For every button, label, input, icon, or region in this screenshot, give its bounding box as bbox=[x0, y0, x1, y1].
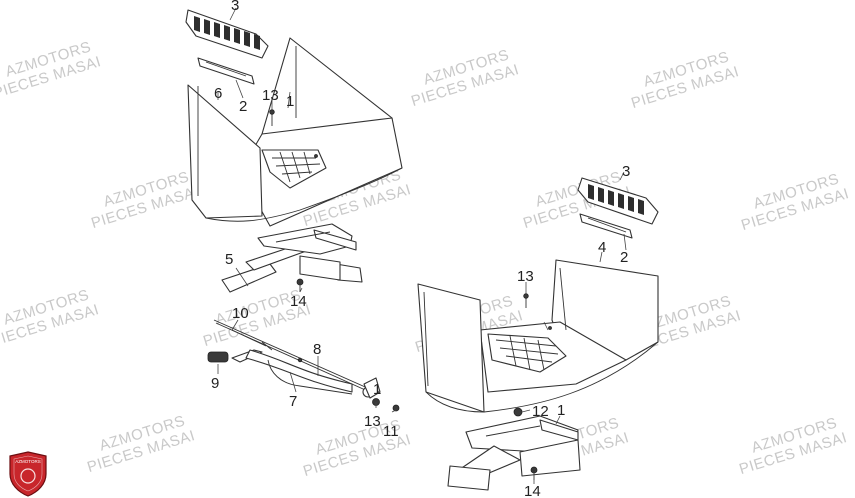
label-part-1-pedal: 1 bbox=[373, 381, 381, 398]
label-part-2-right: 2 bbox=[620, 249, 628, 266]
shield-logo bbox=[9, 451, 47, 497]
right-footrest-guard bbox=[417, 259, 659, 413]
leader-lines bbox=[217, 7, 627, 484]
brake-pedal-assembly bbox=[207, 319, 400, 412]
label-part-5: 5 bbox=[225, 251, 233, 268]
part-labels: 3 2 6 13 1 5 14 10 8 9 7 1 13 11 3 4 2 1… bbox=[211, 0, 630, 498]
label-part-11: 11 bbox=[383, 423, 399, 440]
azmotors-logo: AZMOTORS bbox=[9, 451, 47, 497]
label-part-14-right: 14 bbox=[524, 483, 541, 498]
label-part-8: 8 bbox=[313, 341, 321, 358]
label-part-6: 6 bbox=[214, 85, 222, 102]
label-part-4: 4 bbox=[598, 239, 606, 256]
label-part-9: 9 bbox=[211, 375, 219, 392]
label-part-2-left: 2 bbox=[239, 98, 247, 115]
screw-13-right bbox=[523, 293, 529, 308]
footpeg-plate-right bbox=[579, 213, 633, 239]
logo-text: AZMOTORS bbox=[15, 459, 40, 464]
pedal-pad bbox=[207, 351, 229, 363]
label-part-1-right: 1 bbox=[557, 402, 565, 419]
right-mount-bracket bbox=[447, 415, 581, 491]
label-part-3-right: 3 bbox=[622, 163, 630, 180]
label-part-13-left: 13 bbox=[262, 87, 279, 104]
label-part-7: 7 bbox=[289, 393, 297, 410]
left-mount-bracket bbox=[221, 223, 363, 293]
label-part-3-left: 3 bbox=[231, 0, 239, 14]
label-part-14-left: 14 bbox=[290, 293, 307, 310]
bolt-14-left bbox=[296, 278, 304, 292]
label-part-13-pedal: 13 bbox=[364, 413, 381, 430]
label-part-13-right: 13 bbox=[517, 268, 534, 285]
label-part-12: 12 bbox=[532, 403, 549, 420]
footpeg-rubber-left bbox=[185, 9, 269, 59]
label-part-1-left: 1 bbox=[286, 93, 294, 110]
footpeg-plate-left bbox=[197, 57, 255, 85]
footpeg-rubber-right bbox=[577, 177, 659, 225]
washer-12 bbox=[513, 407, 523, 417]
left-footrest-guard bbox=[187, 37, 403, 227]
label-part-10: 10 bbox=[232, 305, 249, 322]
